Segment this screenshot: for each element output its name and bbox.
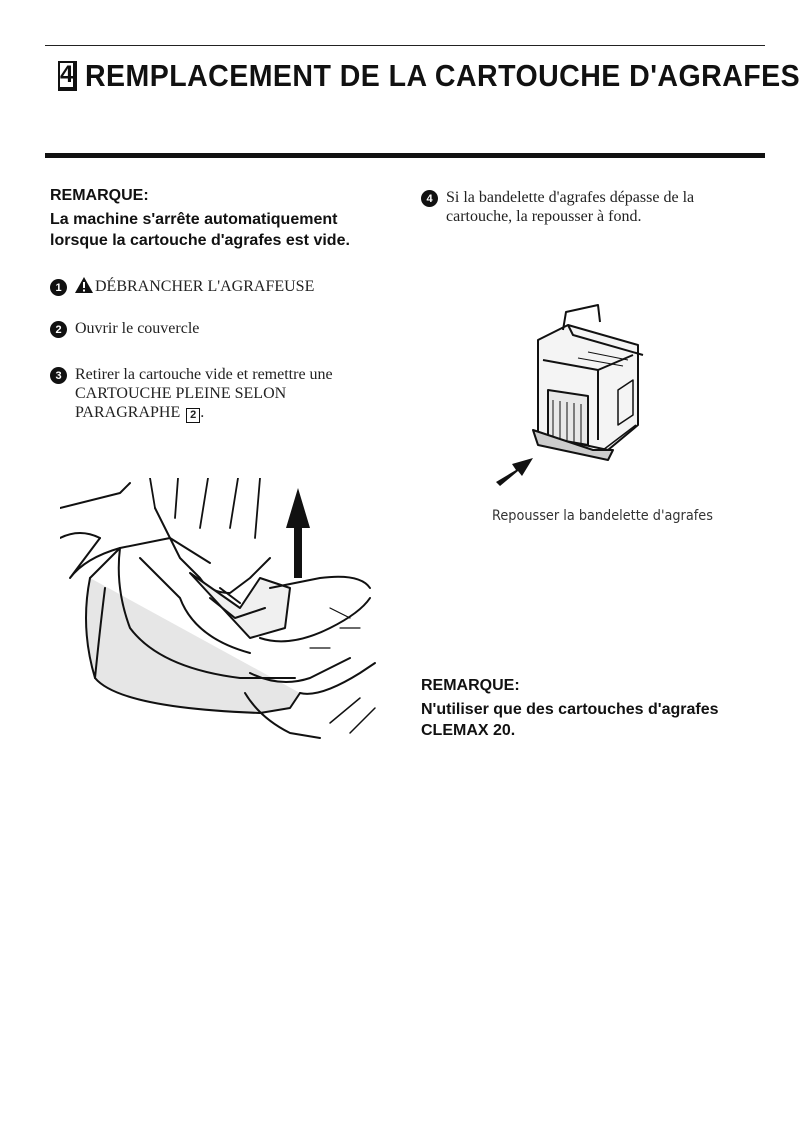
step-3-line-2: CARTOUCHE PLEINE SELON xyxy=(75,385,287,402)
step-number: 1 xyxy=(50,279,67,296)
step-3-line-3: PARAGRAPHE xyxy=(75,404,181,421)
step-4-line-1: Si la bandelette d'agrafes dépasse de la xyxy=(446,189,695,206)
step-1: 1 DÉBRANCHER L'AGRAFEUSE xyxy=(50,277,314,296)
step-text: DÉBRANCHER L'AGRAFEUSE xyxy=(75,277,314,296)
section-heading: 4 REMPLACEMENT DE LA CARTOUCHE D'AGRAFES xyxy=(58,56,800,96)
step-3: 3 Retirer la cartouche vide et remettre … xyxy=(50,365,333,423)
step-4-line-2: cartouche, la repousser à fond. xyxy=(446,208,642,225)
paragraph-reference: 2 xyxy=(186,408,201,423)
note-top-body: La machine s'arrête automatiquement lors… xyxy=(50,211,350,249)
step-3-line-1: Retirer la cartouche vide et remettre un… xyxy=(75,366,333,383)
step-1-label: DÉBRANCHER L'AGRAFEUSE xyxy=(95,278,315,295)
stapler-illustration xyxy=(60,478,376,739)
figure-caption: Repousser la bandelette d'agrafes xyxy=(492,508,713,524)
step-2-label: Ouvrir le couvercle xyxy=(75,320,200,337)
note-bottom-title: REMARQUE: xyxy=(421,677,520,694)
cartridge-illustration xyxy=(496,304,644,486)
step-2: 2 Ouvrir le couvercle xyxy=(50,319,199,338)
step-number: 2 xyxy=(50,321,67,338)
step-4-text: Si la bandelette d'agrafes dépasse de la… xyxy=(446,188,694,226)
step-number: 3 xyxy=(50,367,67,384)
step-3-text: Retirer la cartouche vide et remettre un… xyxy=(75,365,333,423)
step-3-trailing: . xyxy=(200,404,205,421)
heading-divider xyxy=(45,153,765,158)
note-top-title: REMARQUE: xyxy=(50,187,149,204)
step-4: 4 Si la bandelette d'agrafes dépasse de … xyxy=(421,188,694,226)
section-number: 4 xyxy=(58,61,78,91)
top-rule xyxy=(45,45,765,46)
warning-icon xyxy=(75,277,93,293)
page-title: REMPLACEMENT DE LA CARTOUCHE D'AGRAFES xyxy=(85,58,801,93)
note-bottom-body: N'utiliser que des cartouches d'agrafes … xyxy=(421,701,719,739)
step-number: 4 xyxy=(421,190,438,207)
